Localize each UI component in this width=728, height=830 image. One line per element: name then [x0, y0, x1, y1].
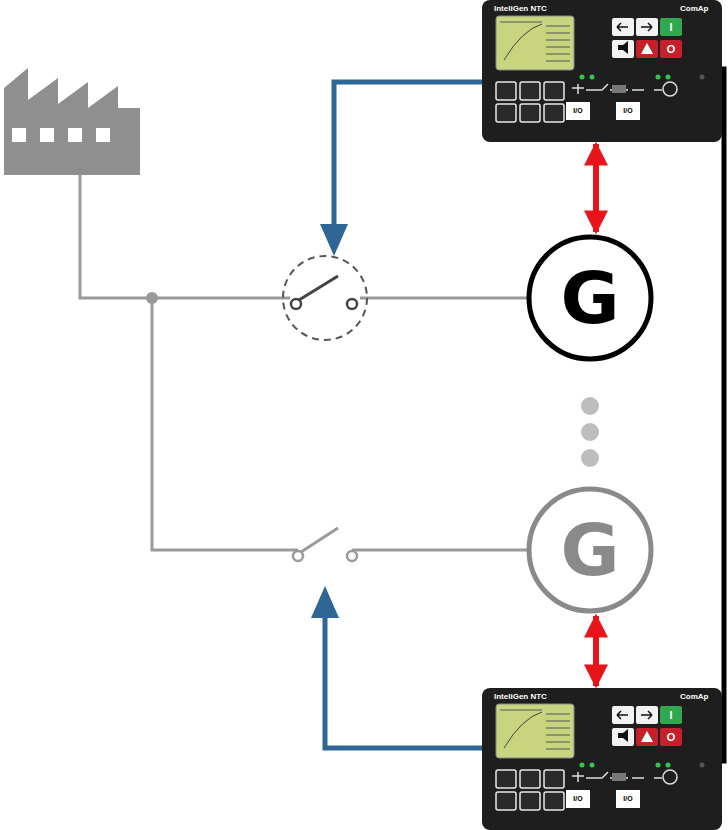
link-arrow: [593, 144, 599, 232]
button-label: O: [660, 728, 682, 746]
brand-name: ComAp: [680, 693, 708, 701]
io-label: I/O: [566, 790, 590, 808]
generator-circle: G: [526, 486, 654, 614]
controller-unit: InteliGen NTC ComApIO I/O I/O: [482, 688, 722, 830]
ellipsis-dots: [581, 397, 599, 467]
generator-circle: G: [526, 234, 654, 362]
io-label: I/O: [616, 102, 640, 120]
product-name: InteliGen NTC: [494, 5, 547, 13]
product-name: InteliGen NTC: [494, 693, 547, 701]
generator-letter: G: [526, 514, 654, 586]
link-arrow: [593, 616, 599, 686]
generator-letter: G: [526, 262, 654, 334]
controller-body: [482, 688, 722, 830]
arrowhead: [311, 224, 348, 618]
factory-icon: [4, 68, 140, 175]
button-label: I: [660, 18, 682, 36]
button-label: O: [660, 40, 682, 58]
communication-line: [722, 69, 724, 761]
controller-unit: InteliGen NTC ComApIO I/O I/O: [482, 0, 722, 142]
bus-wire: [80, 175, 527, 550]
breaker-symbol: [283, 256, 367, 340]
button-label: I: [660, 706, 682, 724]
control-signal-arrow: [325, 82, 484, 748]
breaker-symbol: [293, 528, 357, 561]
controller-body: [482, 0, 722, 142]
io-label: I/O: [616, 790, 640, 808]
brand-name: ComAp: [680, 5, 708, 13]
io-label: I/O: [566, 102, 590, 120]
junction-dot: [146, 292, 158, 304]
